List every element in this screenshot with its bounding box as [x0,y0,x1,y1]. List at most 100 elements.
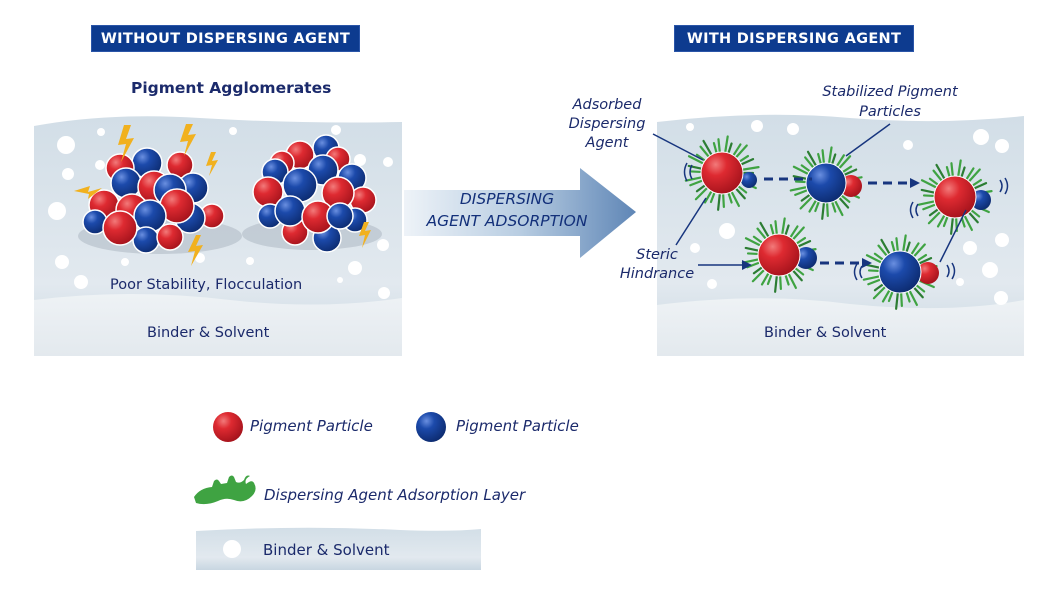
dispersant-spike [790,226,805,242]
dispersant-spike [872,284,888,300]
legend-binder: Binder & Solvent [263,541,389,559]
dispersant-spike [723,135,729,156]
with-agent-banner: WITH DISPERSING AGENT [674,25,914,52]
dispersant-spike [702,139,714,158]
stabilized-particle-3 [933,175,991,219]
dispersant-spike [956,159,962,180]
legend-blue-particle-icon [416,412,446,442]
lightning-icons [74,124,371,266]
dispersant-spike [901,234,907,255]
lightning-icon [180,124,196,156]
dispersant-spike [827,146,833,167]
dispersant-spike [907,287,918,307]
dispersant-spike [795,240,812,249]
dispersant-spike [786,270,797,290]
agglomerate-cluster-1 [82,147,225,254]
adsorbed-agent-callout: Adsorbed Dispersing Agent [566,96,648,153]
dispersant-spike [792,165,812,176]
dispersant-spike [962,212,973,232]
dispersant-spike [790,268,803,282]
left-binder-lower [34,294,402,356]
dispersant-spike [806,150,819,169]
dispersant-spike [794,188,811,196]
dispersant-spike [717,190,722,211]
dispersant-spike [935,163,947,182]
lightning-icon [188,235,203,266]
agglomerate-cluster-2 [252,134,377,253]
legend-red-particle-icon [213,412,243,442]
dispersant-spike [746,260,763,269]
dispersant-spike [744,237,764,248]
dispersant-spike [808,197,819,213]
dispersant-spike [911,285,924,299]
dispersant-spike [950,214,955,235]
legend-binder-swatch [196,527,481,570]
motion-arrows [764,177,910,265]
dispersant-spike [966,168,981,184]
dispersant-spike [789,185,810,192]
without-agent-banner: WITHOUT DISPERSING AGENT [91,25,360,52]
lightning-icon [74,186,102,199]
legend-label: Dispersing Agent Adsorption Layer [264,486,526,504]
stabilized-particle-4 [757,233,817,277]
dispersant-spike [936,212,947,228]
legend-label: Pigment Particle [456,417,579,435]
dispersant-spike [733,186,746,200]
dispersant-spike [703,188,714,204]
dispersant-spike [729,188,740,208]
dispersant-spike [862,274,883,281]
dispersant-spike [759,221,771,240]
legend-adsorption-layer: Dispersing Agent Adsorption Layer [264,486,525,504]
dispersant-spike [833,197,844,217]
dispersant-spike [895,289,900,310]
dispersant-spike [739,166,760,172]
dispersant-spike [836,155,852,171]
dispersant-spike [733,144,748,160]
dispersing-adsorption-arrow [404,168,636,258]
dispersant-spike [687,155,707,166]
dispersant-spike [774,272,779,293]
arrowhead-icon [742,260,752,270]
dispersant-spike [780,217,786,238]
dispersant-spike [971,182,988,191]
dispersant-spike [738,158,755,167]
legend-label: Binder & Solvent [263,541,390,559]
legend-red-particle: Pigment Particle [250,417,373,435]
arrowhead-icon [910,178,920,188]
arrowhead-icon [862,258,872,268]
legend-label: Pigment Particle [250,417,373,435]
dispersant-spike [774,220,779,238]
callout-line: Steric [636,247,678,263]
legend-blue-particle: Pigment Particle [456,417,579,435]
steric-hindrance-callout: Steric Hindrance [615,246,699,284]
dispersant-spike [717,138,722,156]
callout-line: Hindrance [619,266,695,282]
dispersant-spike [689,178,706,187]
poor-stability-caption: Poor Stability, Flocculation [110,277,303,293]
lightning-icon [359,222,371,248]
dispersant-spike [684,175,705,182]
dispersant-spike [880,238,892,257]
dispersant-spike [920,179,940,190]
dispersant-spike [751,267,767,283]
legend-dispersant-icon [194,475,256,505]
stabilized-particle-2 [805,162,862,204]
callout-line: Agent [585,135,629,151]
callout-line: Stabilized Pigment [822,84,958,100]
dispersant-spike [865,254,885,265]
stabilized-particle-5 [878,250,939,294]
vibration-marks [683,162,1009,281]
dispersant-spike [911,243,926,259]
callout-line: Adsorbed [572,97,642,113]
dispersant-spike [821,199,826,220]
arrow-label-line2: AGENT ADSORPTION [426,212,588,230]
pigment-agglomerates-title: Pigment Agglomerates [131,79,332,97]
solvent-bubbles-right [686,120,1009,305]
lightning-icon [118,125,134,162]
dispersant-spike [916,257,933,266]
callout-line: Dispersing [568,116,646,132]
dispersant-spike [922,202,939,211]
dispersant-spike [950,162,955,180]
solvent-bubbles-left [48,125,393,299]
arrow-label: DISPERSING AGENT ADSORPTION [412,188,602,232]
